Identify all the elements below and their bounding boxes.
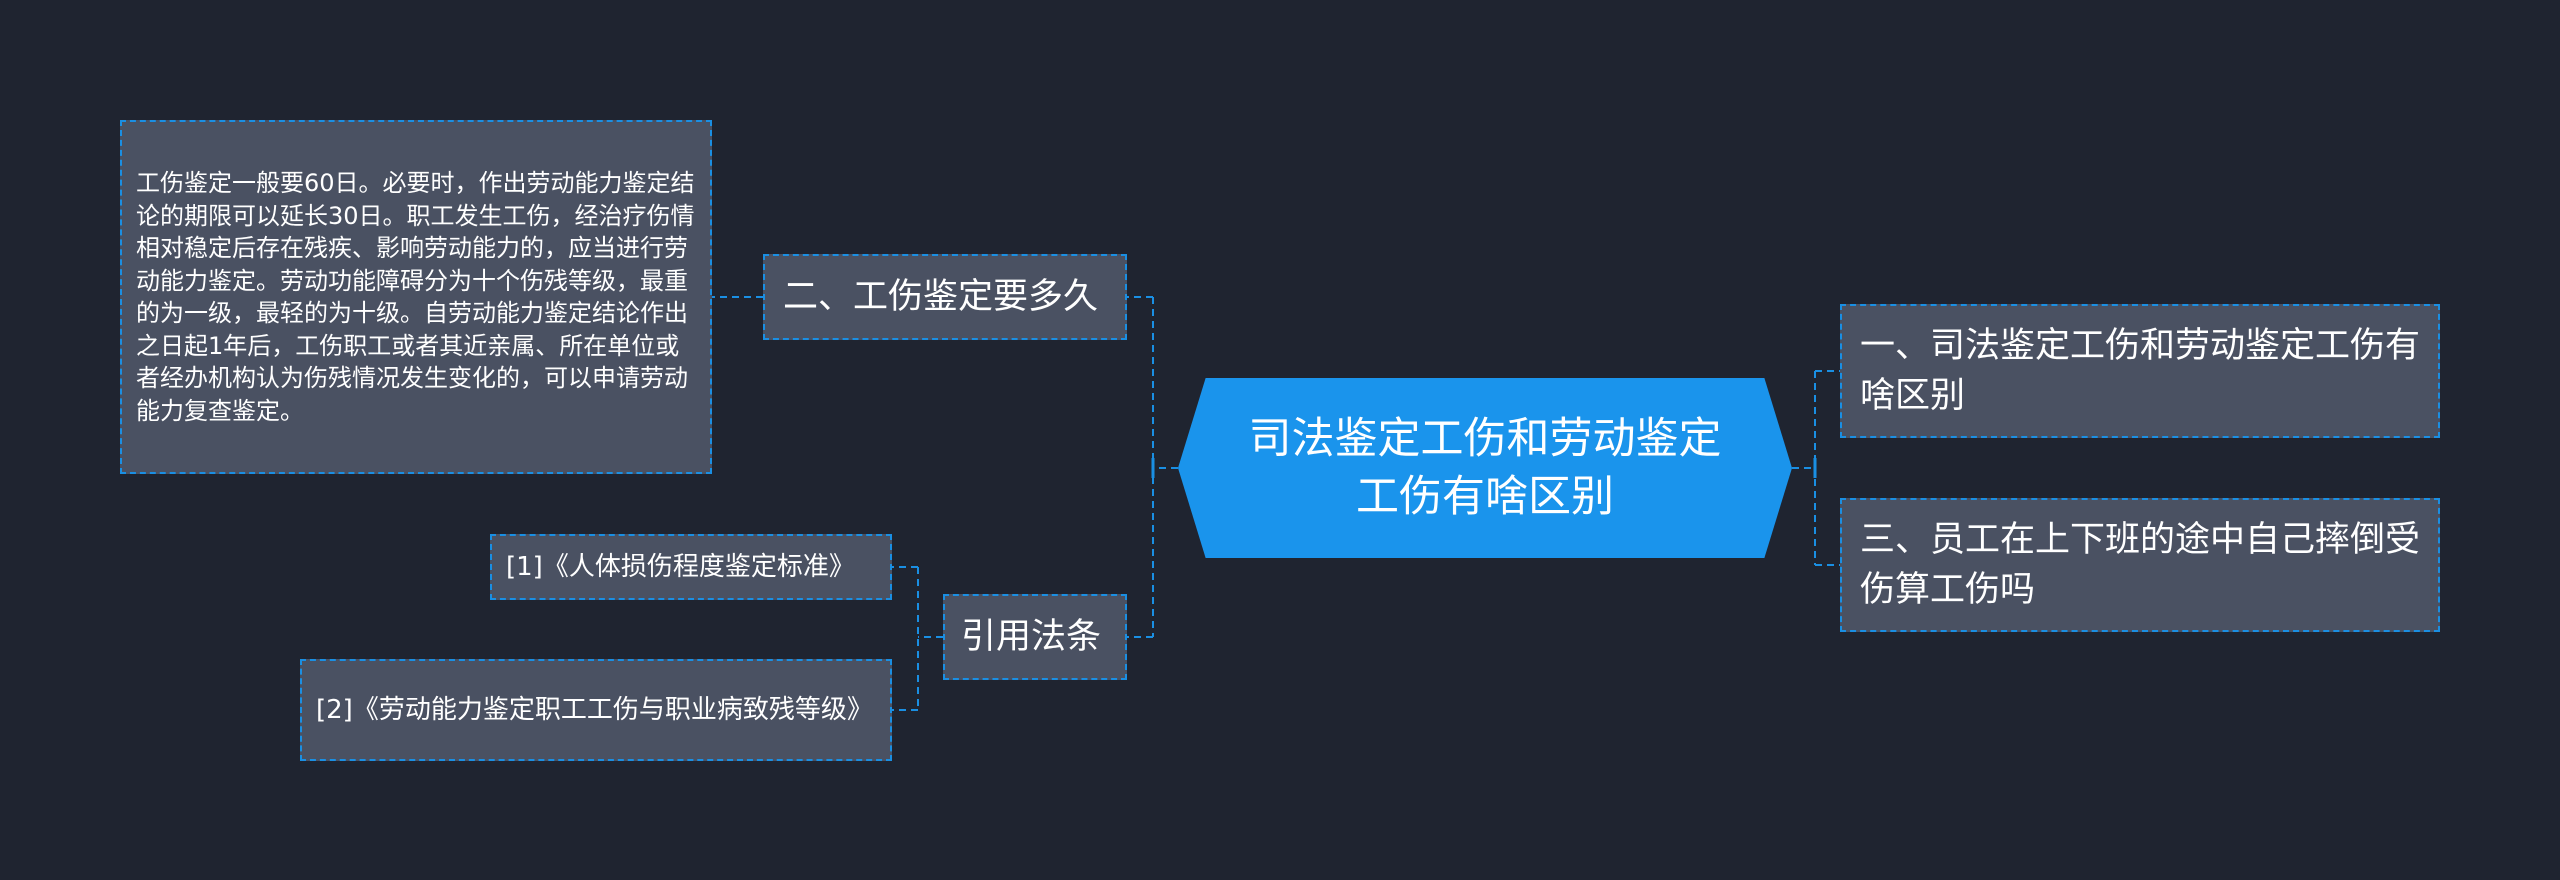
branch-node-appraisal-duration[interactable]: 二、工伤鉴定要多久 xyxy=(763,254,1127,340)
branch-node-difference[interactable]: 一、司法鉴定工伤和劳动鉴定工伤有啥区别 xyxy=(1840,304,2440,438)
branch-label: 三、员工在上下班的途中自己摔倒受伤算工伤吗 xyxy=(1860,520,2421,610)
leaf-label: 工伤鉴定一般要60日。必要时，作出劳动能力鉴定结论的期限可以延长30日。职工发生… xyxy=(136,169,695,425)
root-topic-label: 司法鉴定工伤和劳动鉴定工伤有啥区别 xyxy=(1248,414,1722,522)
branch-node-commute-injury[interactable]: 三、员工在上下班的途中自己摔倒受伤算工伤吗 xyxy=(1840,498,2440,632)
leaf-node-reference-2[interactable]: [2]《劳动能力鉴定职工工伤与职业病致残等级》 xyxy=(300,659,892,761)
branch-node-cited-laws[interactable]: 引用法条 xyxy=(943,594,1127,680)
leaf-label: [1]《人体损伤程度鉴定标准》 xyxy=(506,552,855,582)
root-topic-node[interactable]: 司法鉴定工伤和劳动鉴定工伤有啥区别 xyxy=(1178,378,1792,558)
branch-label: 一、司法鉴定工伤和劳动鉴定工伤有啥区别 xyxy=(1860,326,2421,416)
leaf-node-reference-1[interactable]: [1]《人体损伤程度鉴定标准》 xyxy=(490,534,892,600)
branch-label: 二、工伤鉴定要多久 xyxy=(783,277,1099,317)
leaf-label: [2]《劳动能力鉴定职工工伤与职业病致残等级》 xyxy=(316,695,873,725)
leaf-node-duration-detail[interactable]: 工伤鉴定一般要60日。必要时，作出劳动能力鉴定结论的期限可以延长30日。职工发生… xyxy=(120,120,712,474)
branch-label: 引用法条 xyxy=(961,617,1102,657)
